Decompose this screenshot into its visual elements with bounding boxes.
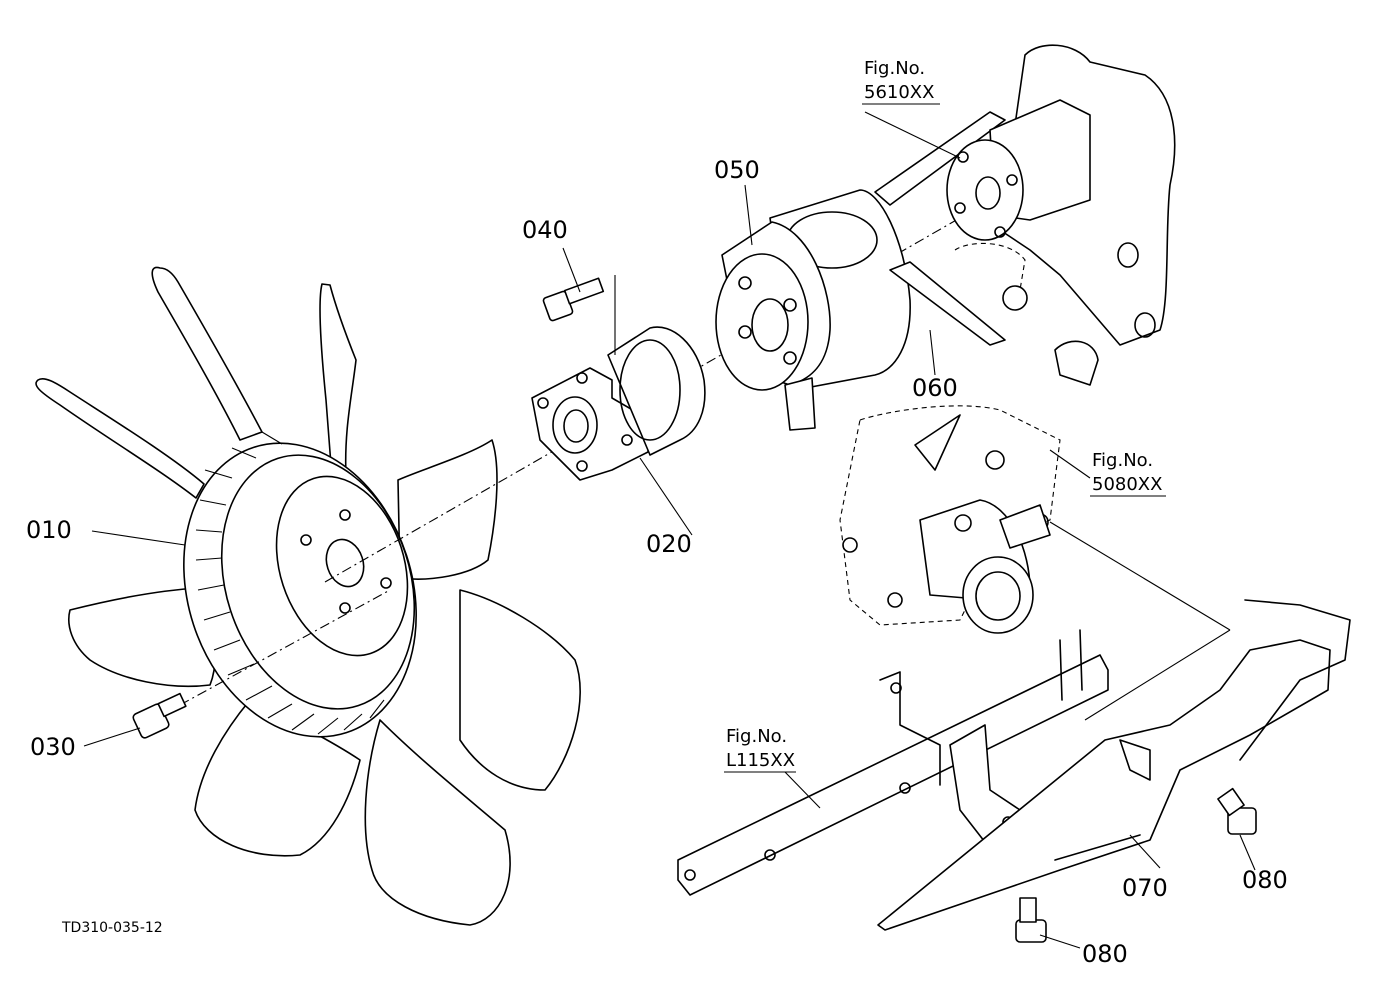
fan-assembly <box>35 266 581 926</box>
fan-blade <box>194 699 361 857</box>
fan-hub-plate <box>275 475 409 657</box>
bolt-030 <box>132 692 187 739</box>
svg-text:Fig.No.: Fig.No. <box>726 726 787 747</box>
svg-text:5080XX: 5080XX <box>1092 474 1162 495</box>
fan-blade <box>151 266 263 441</box>
bolt-080-right <box>1217 787 1257 835</box>
callout-080-bottom: 080 <box>1082 940 1128 968</box>
fan-bolt-hole <box>339 509 351 521</box>
bolt-080-bottom <box>1015 897 1047 943</box>
figure-ref-L115XX: Fig.No. L115XX <box>724 726 796 773</box>
callout-010: 010 <box>26 516 72 544</box>
bolt-040 <box>542 277 605 322</box>
drawing-code: TD310-035-12 <box>61 920 163 936</box>
callout-040: 040 <box>522 216 568 244</box>
fan-shroud-inner <box>220 454 416 710</box>
callout-070: 070 <box>1122 874 1168 902</box>
fan-blade <box>364 719 511 926</box>
svg-text:Fig.No.: Fig.No. <box>1092 450 1153 471</box>
fan-blade <box>319 283 357 479</box>
fan-spacer-020 <box>531 326 706 481</box>
fan-blade <box>459 589 581 791</box>
fan-blade <box>68 587 216 688</box>
fan-center-bore <box>325 538 365 588</box>
callout-050: 050 <box>714 156 760 184</box>
callout-080-right: 080 <box>1242 866 1288 894</box>
fan-bolt-hole <box>339 602 351 614</box>
fan-vanes <box>195 431 385 735</box>
svg-text:Fig.No.: Fig.No. <box>864 58 925 79</box>
fan-bolt-hole <box>300 534 312 546</box>
figure-ref-5080XX: Fig.No. 5080XX <box>1090 450 1166 497</box>
svg-text:5610XX: 5610XX <box>864 82 934 103</box>
svg-text:L115XX: L115XX <box>726 750 795 771</box>
fan-bolt-hole <box>380 577 392 589</box>
pulley-050 <box>715 189 911 431</box>
fan-blade <box>397 439 498 580</box>
shroud-bracket-070 <box>877 599 1351 931</box>
callout-060: 060 <box>912 374 958 402</box>
figure-ref-5610XX: Fig.No. 5610XX <box>862 58 940 105</box>
callout-020: 020 <box>646 530 692 558</box>
fan-blade <box>35 377 205 499</box>
water-pump-housing <box>946 44 1176 386</box>
callout-030: 030 <box>30 733 76 761</box>
engine-block-section <box>839 405 1061 634</box>
leader-lines <box>83 111 1256 949</box>
v-belt-060 <box>874 111 1006 346</box>
